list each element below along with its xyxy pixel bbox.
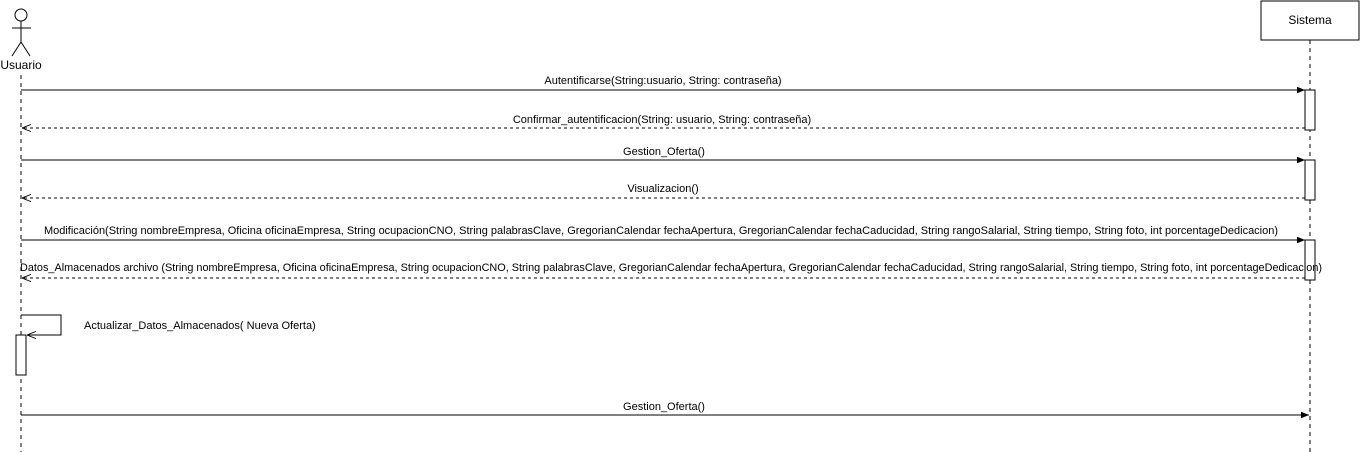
message-label: Actualizar_Datos_Almacenados( Nueva Ofer… — [84, 320, 316, 332]
message-gestion-oferta-1: Gestion_Oferta() — [21, 146, 1305, 164]
activation-bar-usuario — [15, 334, 27, 376]
message-label: Gestion_Oferta() — [623, 401, 705, 413]
message-label: Visualizacion() — [627, 183, 698, 195]
message-label: Datos_Almacenados archivo (String nombre… — [20, 262, 1322, 274]
activation-bar-sistema-3 — [1304, 239, 1316, 281]
message-label: Gestion_Oferta() — [623, 146, 705, 158]
stick-figure-actor-icon — [11, 8, 31, 57]
message-datos-almacenados: Datos_Almacenados archivo (String nombre… — [20, 262, 1322, 278]
message-label: Autentificarse(String:usuario, String: c… — [544, 75, 781, 87]
message-label: Modificación(String nombreEmpresa, Ofici… — [44, 225, 1278, 237]
activation-bar-sistema-1 — [1304, 89, 1316, 131]
participant-sistema: Sistema — [1260, 0, 1360, 41]
message-gestion-oferta-2: Gestion_Oferta() — [21, 401, 1309, 419]
message-modificacion: Modificación(String nombreEmpresa, Ofici… — [21, 225, 1305, 244]
self-call-arrow — [21, 314, 62, 335]
actor-label: Usuario — [0, 58, 42, 72]
participant-box — [1260, 0, 1360, 41]
activation-bar-sistema-2 — [1304, 159, 1316, 201]
message-label: Confirmar_autentificacion(String: usuari… — [513, 114, 811, 126]
participant-label: Sistema — [1288, 13, 1332, 27]
message-confirmar-autentificacion: Confirmar_autentificacion(String: usuari… — [22, 114, 1305, 128]
actor-usuario: Usuario — [0, 8, 42, 72]
message-autentificarse: Autentificarse(String:usuario, String: c… — [21, 75, 1305, 94]
message-actualizar-datos-almacenados: Actualizar_Datos_Almacenados( Nueva Ofer… — [21, 314, 316, 335]
message-visualizacion: Visualizacion() — [22, 183, 1305, 198]
